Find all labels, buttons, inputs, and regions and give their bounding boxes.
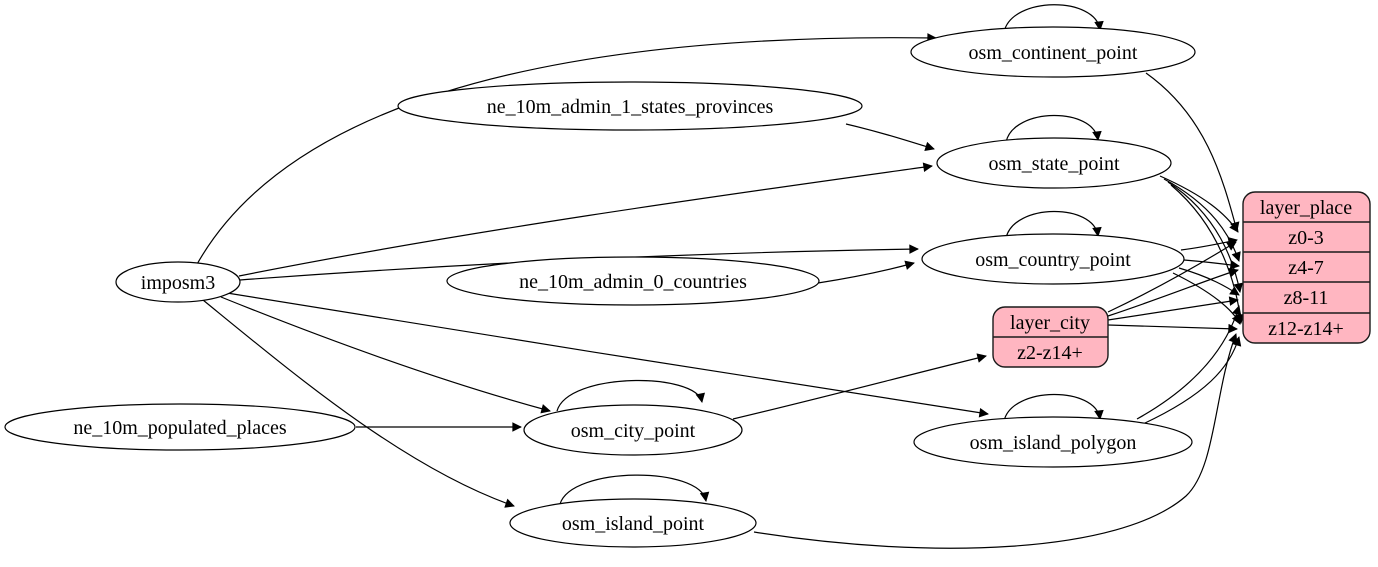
osm-country-point-label: osm_country_point xyxy=(975,249,1131,271)
edges xyxy=(195,4,1245,549)
layer-place-row-z0-3: z0-3 xyxy=(1288,227,1324,249)
osm-island-polygon-ellipse xyxy=(913,416,1193,468)
osm-island-point-label: osm_island_point xyxy=(562,513,705,535)
node-imposm3: imposm3 xyxy=(115,261,241,303)
edge-osm_country_point-layer_place-z0-3 xyxy=(1180,236,1238,251)
edge-ne_10m_admin_1_states_provinces-osm_state_point xyxy=(845,123,935,152)
edge-osm_island_polygon-layer_place-z12-z14 xyxy=(1142,336,1242,425)
edge-osm_island_point-layer_place-z12-z14 xyxy=(753,333,1238,549)
layer-place-title: layer_place xyxy=(1260,197,1352,219)
node-osm-island-point: osm_island_point xyxy=(509,498,757,548)
node-osm-state-point: osm_state_point xyxy=(936,137,1172,189)
node-layer-place: layer_place z0-3 z4-7 z8-11 z12-z14+ xyxy=(1242,191,1371,344)
layer-place-box xyxy=(1242,191,1371,344)
edge-osm_continent_point-layer_place-z0-3 xyxy=(1145,72,1240,232)
edge-ne_10m_admin_0_countries-osm_country_point xyxy=(817,260,915,284)
layer-city-row-z2-z14: z2-z14+ xyxy=(1017,342,1083,364)
osm-city-point-ellipse xyxy=(523,404,743,456)
edge-osm_state_point-layer_place-z4-7 xyxy=(1163,178,1241,262)
node-layer-city: layer_city z2-z14+ xyxy=(992,306,1109,368)
edge-imposm3-osm_island_polygon xyxy=(226,292,989,418)
edge-imposm3-osm_island_point xyxy=(202,299,515,508)
osm-continent-point-ellipse xyxy=(910,26,1196,78)
edge-osm_city_point-layer_city-z2-z14 xyxy=(732,353,987,420)
node-ne-10m-admin-1-states-provinces: ne_10m_admin_1_states_provinces xyxy=(397,81,863,131)
node-ne-10m-admin-0-countries: ne_10m_admin_0_countries xyxy=(446,256,820,306)
ne-10m-admin-0-ellipse xyxy=(446,256,820,306)
self-loop-osm_country_point xyxy=(1005,210,1102,239)
edge-imposm3-osm_state_point xyxy=(238,162,933,277)
node-osm-continent-point: osm_continent_point xyxy=(910,26,1196,78)
edge-osm_country_point-layer_place-z4-7 xyxy=(1183,259,1240,270)
layer-place-row-z4-7: z4-7 xyxy=(1288,257,1324,279)
edge-osm_state_point-layer_place-z0-3 xyxy=(1159,175,1239,233)
osm-state-point-ellipse xyxy=(936,137,1172,189)
ne-10m-populated-places-ellipse xyxy=(4,403,356,451)
self-loop-osm_state_point xyxy=(1005,114,1102,143)
edge-layer_city-layer_place-z12-z14 xyxy=(1107,323,1238,334)
edge-imposm3-osm_continent_point xyxy=(195,33,937,267)
self-loop-osm_island_point xyxy=(559,474,710,505)
edge-layer_city-layer_place-z8-11 xyxy=(1107,296,1239,321)
edge-osm_country_point-layer_place-z12-z14 xyxy=(1172,272,1241,325)
edge-osm_state_point-layer_place-z12-z14 xyxy=(1170,184,1245,324)
ne-10m-admin-1-ellipse xyxy=(397,81,863,131)
node-osm-country-point: osm_country_point xyxy=(921,233,1185,285)
node-ne-10m-populated-places: ne_10m_populated_places xyxy=(4,403,356,451)
node-osm-city-point: osm_city_point xyxy=(523,404,743,456)
node-osm-island-polygon: osm_island_polygon xyxy=(913,416,1193,468)
ne-10m-admin-0-label: ne_10m_admin_0_countries xyxy=(519,271,747,293)
imposm3-ellipse xyxy=(115,261,241,303)
edge-layer_city-layer_place-z4-7 xyxy=(1107,267,1239,317)
imposm3-label: imposm3 xyxy=(141,272,215,294)
edge-osm_state_point-layer_place-z8-11 xyxy=(1167,181,1244,293)
edge-osm_island_polygon-layer_place-z8-11 xyxy=(1136,305,1242,420)
osm-island-polygon-label: osm_island_polygon xyxy=(970,432,1137,454)
layer-place-row-z8-11: z8-11 xyxy=(1284,287,1329,309)
osm-state-point-label: osm_state_point xyxy=(988,153,1120,175)
self-loop-osm_continent_point xyxy=(1003,4,1104,33)
osm-city-point-label: osm_city_point xyxy=(571,420,696,442)
osm-island-point-ellipse xyxy=(509,498,757,548)
self-loop-osm_city_point xyxy=(556,379,705,412)
osm-country-point-ellipse xyxy=(921,233,1185,285)
self-loop-osm_island_polygon xyxy=(1003,393,1104,422)
layer-place-row-z12-z14: z12-z14+ xyxy=(1268,318,1344,340)
ne-10m-admin-1-label: ne_10m_admin_1_states_provinces xyxy=(487,96,774,118)
layer-city-title: layer_city xyxy=(1010,312,1090,334)
ne-10m-populated-places-label: ne_10m_populated_places xyxy=(73,417,286,439)
edge-imposm3-osm_city_point xyxy=(220,296,551,414)
osm-continent-point-label: osm_continent_point xyxy=(969,42,1138,64)
